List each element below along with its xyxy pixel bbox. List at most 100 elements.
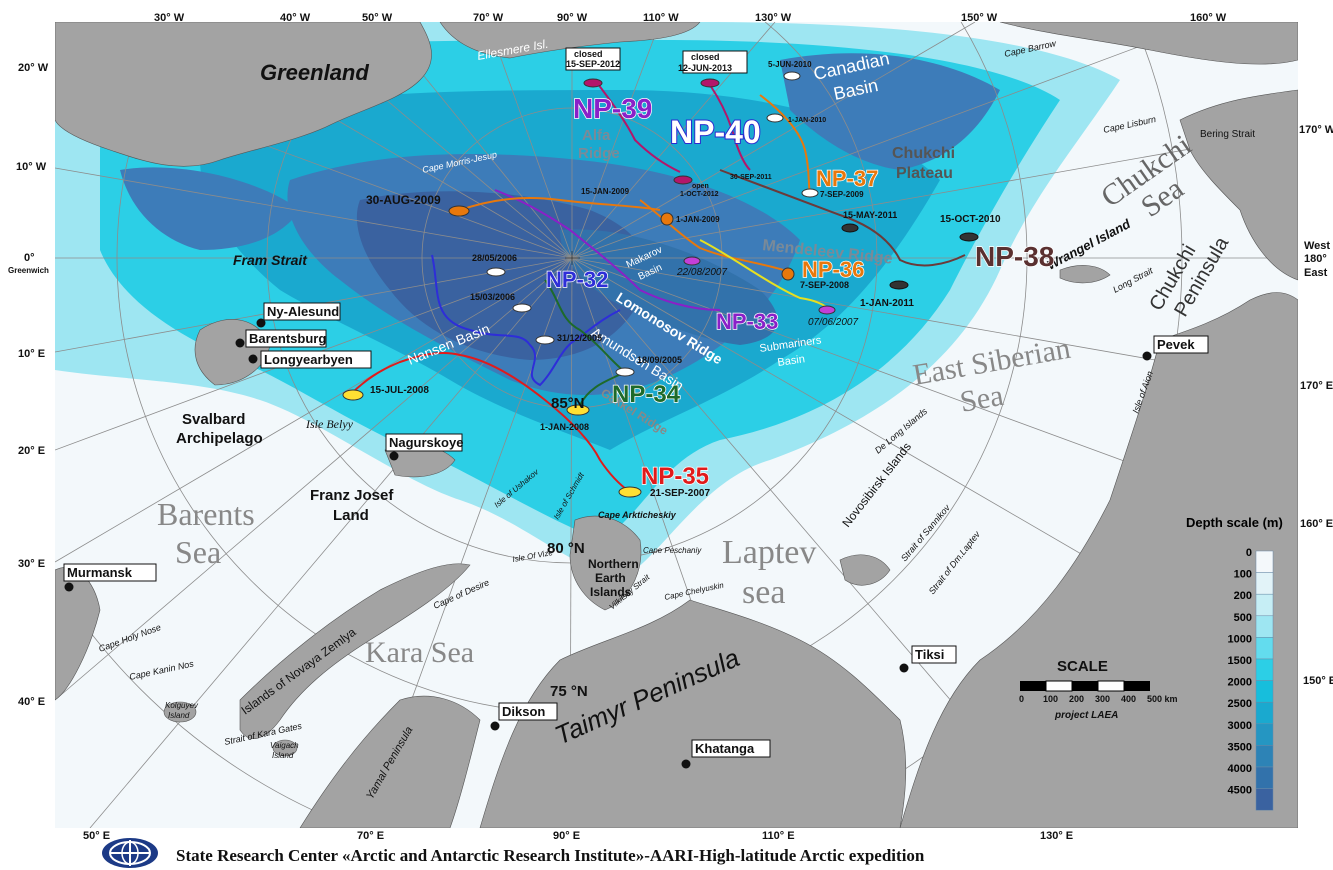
landmasses [55,22,1298,828]
city-murmansk-box [63,563,157,582]
graticule-label: 40° E [18,696,46,708]
footer-credit: State Research Center «Arctic and Antarc… [176,846,925,865]
label-lat80: 80 °N [547,540,585,557]
depth-level-label: 0 [1246,547,1252,559]
taimyr-land [479,599,907,828]
city-pevek-box [1153,335,1209,354]
city-ny-alesund: Ny-Alesund [267,304,339,319]
graticule-label: 130° E [1040,830,1074,842]
depth-level-label: 2500 [1228,698,1252,710]
city-barentsburg: Barentsburg [249,331,326,346]
np34-track [544,279,627,406]
drift-date-d_31122005: 31/12/2005 [557,333,602,343]
graticule-label: 170° W [1299,124,1333,136]
depth-level-label: 500 [1234,612,1252,624]
city-pevek: Pevek [1157,337,1195,352]
city-dikson: Dikson [502,704,545,719]
graticule-label: 10° E [18,348,46,360]
graticule-label: 70° W [473,12,504,24]
scale-bar [1020,680,1150,692]
np40-track [709,84,751,171]
station-np-38: NP-38 [975,241,1054,272]
novosibirsk-land [839,554,891,586]
drift-date-d_1jan2008: 1-JAN-2008 [540,422,589,432]
depth-level-label: 3500 [1228,741,1252,753]
label-kolguyev-1: Kolguyev [165,701,199,710]
graticule-label: 170° E [1300,380,1333,392]
depth-swatch [1255,680,1274,703]
np39-track [594,79,681,173]
label-greenland: Greenland [260,60,369,85]
scale-note: project LAEA [1054,710,1118,721]
graticule-label: East [1304,267,1328,279]
drift-date-closed1_b: 15-SEP-2012 [566,59,620,69]
label-esib-2: Sea [957,379,1005,419]
graticule-label: 50° W [362,12,393,24]
drift-tracks [349,79,966,493]
label-svalbard-1: Svalbard [182,411,245,428]
depth-swatch [1255,615,1274,638]
depth-swatch [1255,701,1274,725]
station-np-34: NP-34 [612,381,681,408]
label-cape-pesch: Cape Peschaniy [643,546,702,555]
label-barents-2: Sea [175,534,221,570]
label-alfa-1: Alfa [582,127,611,144]
yamal-land [299,695,481,828]
graticule-label: West [1304,240,1331,252]
footer: State Research Center «Arctic and Antarc… [100,836,1200,868]
graticule-label: 180° [1304,253,1327,265]
closed-note-box [565,47,621,71]
depth-swatch [1255,788,1274,811]
label-vaigach-1: Vaigach [270,741,299,750]
graticule-label: 10° W [16,161,47,173]
label-alfa-2: Ridge [578,145,620,162]
np33-track [494,189,721,311]
depth-swatch [1255,593,1274,617]
depth-level-label: 100 [1234,569,1252,581]
label-svalbard-2: Archipelago [176,430,263,447]
station-np-33: NP-33 [716,309,778,334]
scale-tick: 200 [1069,694,1084,704]
station-np-37: NP-37 [816,166,878,191]
label-lat75: 75 °N [550,683,588,700]
station-np-32: NP-32 [546,267,608,292]
label-franz-1: Franz Josef [310,487,394,504]
city-tiksi: Tiksi [915,647,944,662]
graticule-label: 20° W [18,62,49,74]
city-khatanga: Khatanga [695,741,755,756]
depth-level-label: 4500 [1228,785,1252,797]
label-franz-2: Land [333,507,369,524]
drift-date-d_15may2011: 15-MAY-2011 [843,210,897,220]
label-ne-1: Northern [588,557,639,571]
graticule-label: 110° E [762,830,795,842]
np37-track [759,94,811,194]
depth-level-label: 4000 [1228,763,1252,775]
station-np-36: NP-36 [802,257,864,282]
graticule-label: 90° E [553,830,581,842]
label-chukchi-plateau-1: Chukchi [892,145,955,162]
city-nagurskoye: Nagurskoye [389,435,463,450]
scale-tick: 400 [1121,694,1136,704]
east-siberia-land [899,292,1298,828]
drift-date-closed2_a: closed [691,52,720,62]
drift-date-open_b: 1-OCT-2012 [680,191,719,198]
drift-date-d_18092005: 18/09/2005 [637,355,682,365]
label-fram: Fram Strait [233,252,308,268]
city-longyearbyen: Longyearbyen [264,352,353,367]
scale-title: SCALE [1057,658,1108,675]
depth-level-label: 3000 [1228,720,1252,732]
np38-track [719,169,966,267]
severnaya-zemlya-land [569,515,642,611]
label-ne-2: Earth [595,571,626,585]
map-canvas[interactable]: Depth scale (m)0100200500100015002000250… [55,22,1298,828]
depth-swatch [1255,766,1274,789]
drift-date-open_a: open [692,183,709,190]
alaska-land [1179,89,1298,281]
depth-level-label: 1000 [1228,633,1252,645]
label-isle-belyy: Isle Belyy [305,417,354,431]
np36-track [639,199,791,273]
drift-date-d_1jan2009: 1-JAN-2009 [676,215,720,224]
novaya-zemlya-land [239,563,471,739]
graticule-label: 110° W [643,12,679,24]
